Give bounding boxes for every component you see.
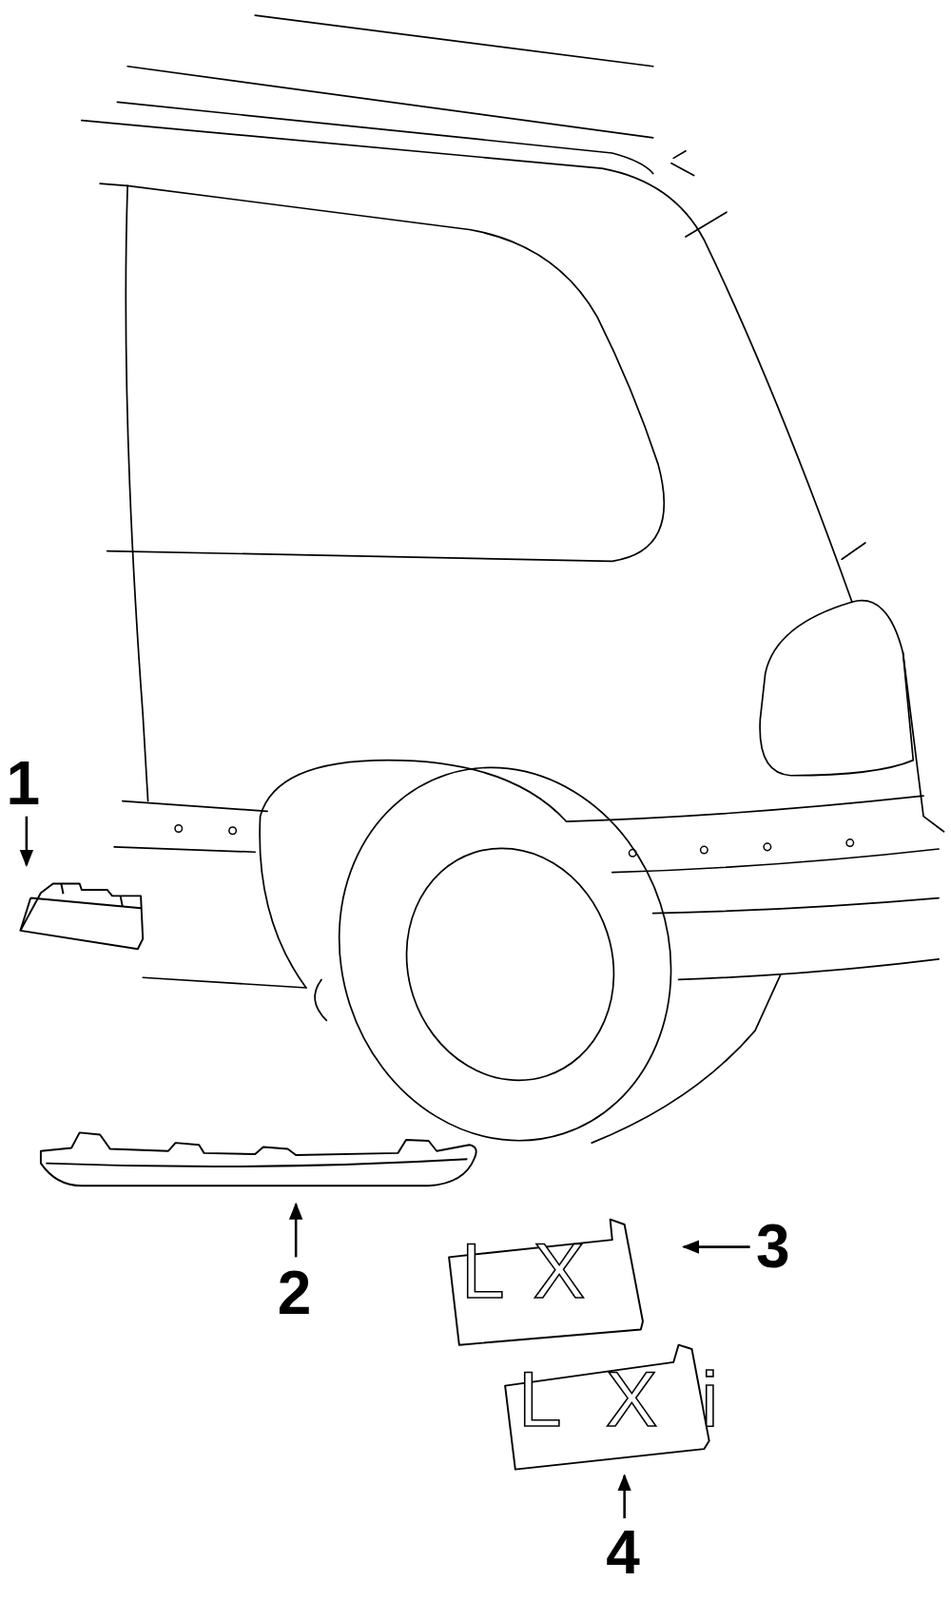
leader-arrow xyxy=(25,816,29,867)
pillar-tick xyxy=(841,543,866,560)
tire xyxy=(291,724,719,1185)
body-line xyxy=(565,795,924,822)
wheel-arch xyxy=(259,760,566,989)
mud-flap xyxy=(314,979,327,1021)
roof-edge xyxy=(81,120,853,603)
tire-side xyxy=(591,974,780,1144)
callout-number: 1 xyxy=(5,753,40,815)
tail-lamp xyxy=(759,601,913,777)
door-line xyxy=(99,183,148,801)
moulding-end-piece xyxy=(19,884,143,951)
emblem-text: LXi xyxy=(518,1360,763,1439)
wheel xyxy=(376,821,643,1108)
body-edge xyxy=(903,653,945,833)
callout-number: 3 xyxy=(756,1216,791,1278)
pillar-tick xyxy=(685,212,727,237)
body-line xyxy=(122,801,268,813)
callout-number: 4 xyxy=(605,1522,641,1584)
body-line xyxy=(142,977,307,989)
body-line xyxy=(114,847,255,853)
callout-number: 2 xyxy=(277,1262,312,1324)
leader-arrow xyxy=(683,1245,751,1249)
quarter-window xyxy=(107,185,665,562)
roof-line xyxy=(254,15,653,67)
body-line xyxy=(679,959,940,980)
leader-arrow xyxy=(622,1475,626,1519)
roof-detail xyxy=(671,151,695,176)
emblem-text: LX xyxy=(461,1232,614,1311)
body-side-moulding xyxy=(40,1132,477,1186)
leader-arrow xyxy=(294,1204,298,1259)
clip-holes xyxy=(174,825,854,857)
body-line xyxy=(653,898,939,914)
roof-line xyxy=(116,101,653,174)
roof-line xyxy=(127,66,654,138)
body-line xyxy=(612,849,939,874)
